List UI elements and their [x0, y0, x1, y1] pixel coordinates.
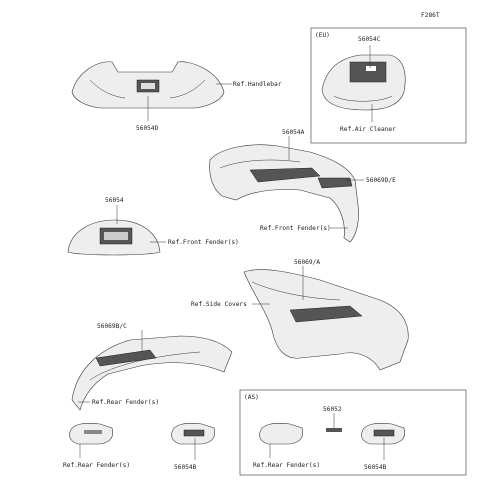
rear-decal-left-parts — [69, 422, 215, 445]
part-56069bc: 56069B/C — [97, 323, 127, 330]
air-cleaner-cover — [321, 54, 406, 111]
part-56054b-left: 56054B — [174, 464, 197, 471]
ref-air-cleaner: Ref.Air Cleaner — [340, 126, 396, 133]
side-cover — [243, 269, 409, 371]
as-region-box — [239, 389, 467, 476]
ref-front-fender-2: Ref.Front Fender(s) — [168, 239, 239, 246]
part-56054: 56054 — [105, 197, 124, 204]
eu-region-label: (EU) — [315, 32, 330, 39]
part-56054a: 56054A — [282, 129, 305, 136]
handlebar-cover — [71, 61, 225, 109]
eu-region-box — [310, 27, 467, 144]
ref-handlebar: Ref.Handlebar — [233, 81, 282, 88]
as-region-label: (AS) — [244, 394, 259, 401]
part-56054d: 56054D — [136, 125, 159, 132]
ref-rear-fender-3: Ref.Rear Fender(s) — [253, 462, 320, 469]
rear-fender — [71, 335, 233, 411]
ref-rear-fender-2: Ref.Rear Fender(s) — [63, 462, 130, 469]
part-56069de: 56069D/E — [366, 177, 396, 184]
ref-front-fender-1: Ref.Front Fender(s) — [260, 225, 331, 232]
figure-code: F286T — [421, 12, 440, 19]
rear-decal-as-parts — [259, 422, 405, 445]
front-fender — [209, 144, 359, 243]
ref-side-covers: Ref.Side Covers — [191, 301, 247, 308]
ref-rear-fender-1: Ref.Rear Fender(s) — [92, 399, 159, 406]
part-56054c: 56054C — [358, 36, 381, 43]
part-56054b-right: 56054B — [364, 464, 387, 471]
front-panel — [67, 219, 161, 256]
part-56069a: 56069/A — [294, 259, 320, 266]
part-56052: 56052 — [323, 406, 342, 413]
